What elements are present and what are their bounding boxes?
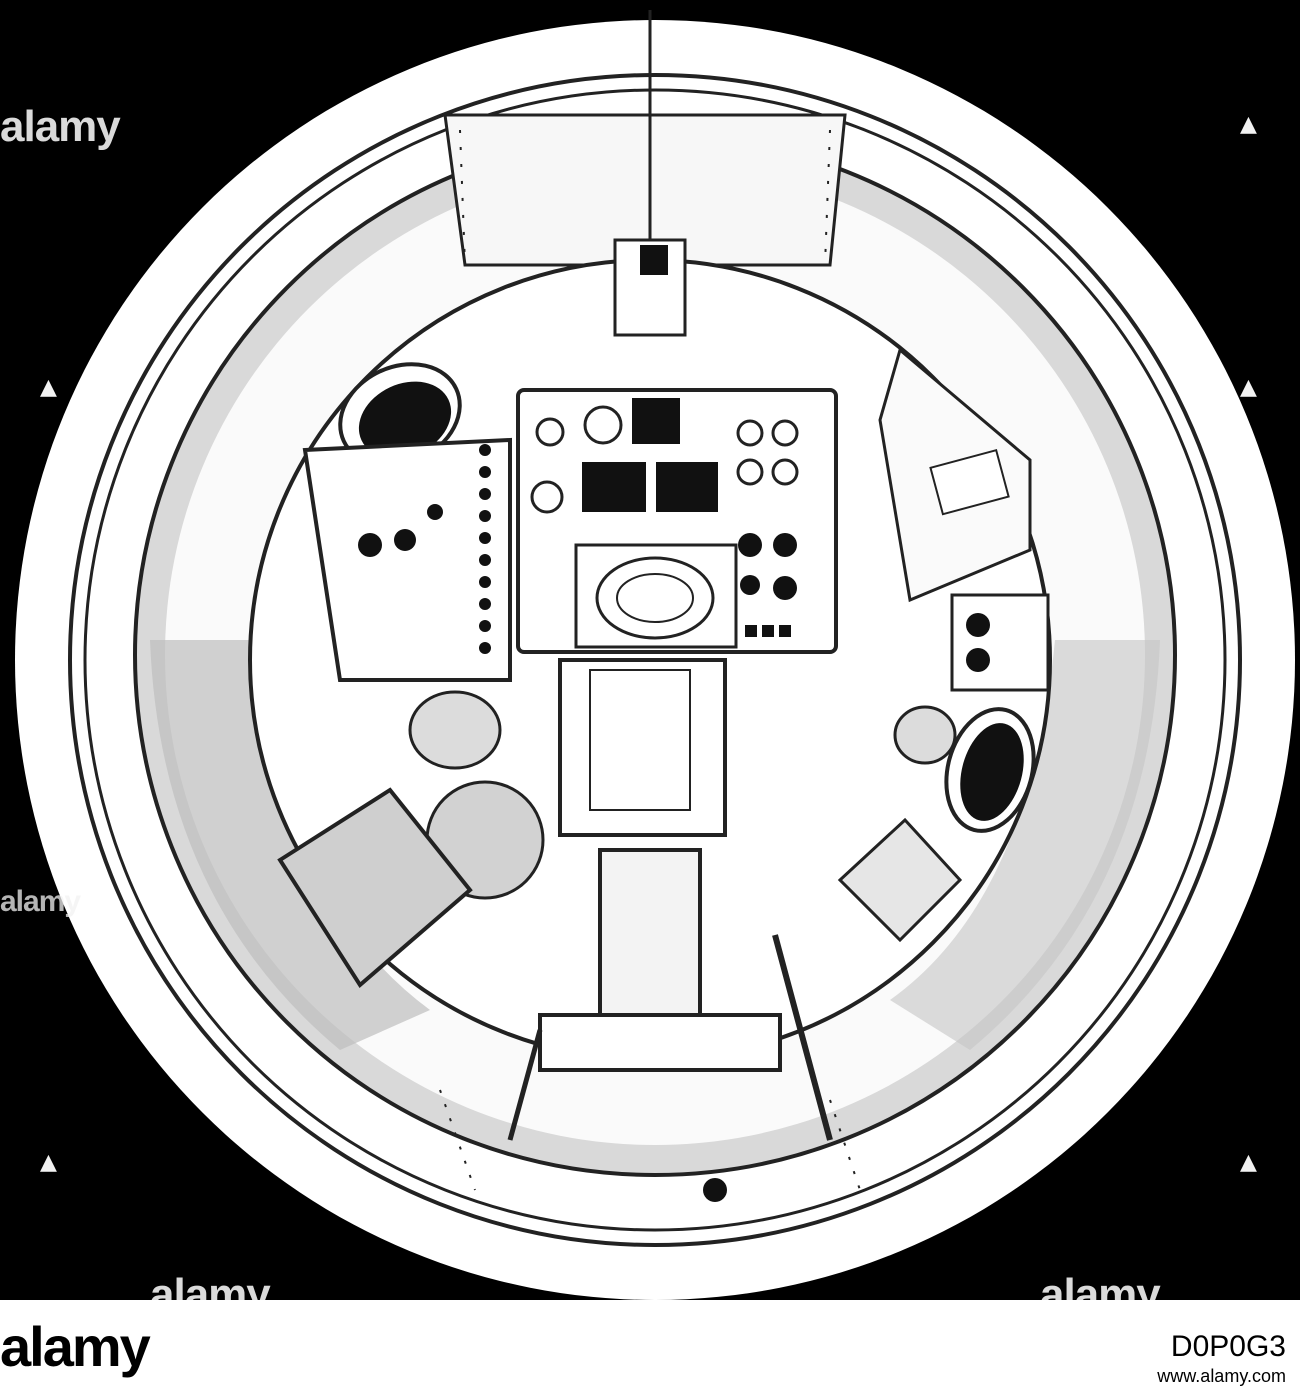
instrument-panel	[516, 388, 838, 654]
seat-column	[538, 658, 782, 1072]
right-equipment	[837, 817, 963, 943]
capsule-interior-photo	[15, 10, 1295, 1300]
watermark-left-lower: alamy	[0, 885, 81, 918]
watermark-mark-icon: ▲	[40, 375, 57, 400]
watermark-mark-icon: ▲	[40, 1150, 57, 1175]
stock-footer: alamy D0P0G3 www.alamy.com	[0, 1300, 1300, 1390]
footer-logo: alamy	[0, 1315, 151, 1378]
watermark-left: alamy	[0, 102, 121, 151]
watermark-mark-icon: ▲	[1240, 1150, 1257, 1175]
equipment-box	[277, 787, 473, 989]
left-switch-panel	[302, 437, 512, 682]
watermark-mark-icon: ▲	[1240, 375, 1257, 400]
watermark-mark-icon: ▲	[1240, 112, 1257, 137]
footer-image-id: D0P0G3	[1170, 1330, 1286, 1363]
left-helmet	[408, 690, 502, 770]
footer-url: www.alamy.com	[1157, 1366, 1286, 1386]
hatch-mechanism	[613, 238, 687, 337]
